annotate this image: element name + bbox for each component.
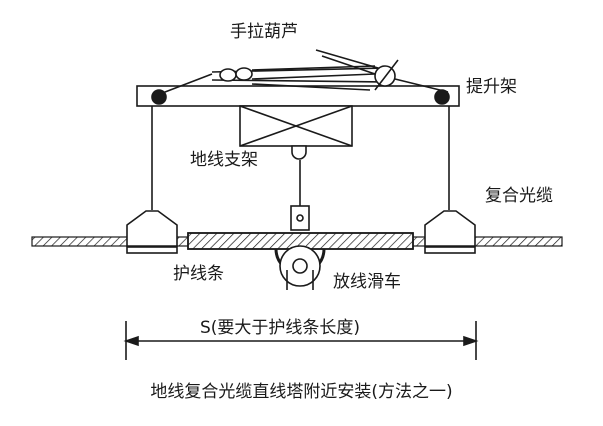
- composite-cable-label: 复合光缆: [485, 186, 553, 206]
- armor-rod-label: 护线条: [173, 264, 224, 284]
- left-clamp: [126, 210, 178, 254]
- stringing-pulley: [274, 205, 326, 290]
- figure-caption: 地线复合光缆直线塔附近安装(方法之一): [150, 382, 453, 402]
- lifting-frame-label: 提升架: [466, 77, 517, 97]
- right-clamp: [424, 210, 476, 254]
- span-dimension: [123, 321, 479, 360]
- chain-hoist: [151, 49, 449, 98]
- ground-wire-bracket-label: 地线支架: [190, 150, 258, 170]
- ground-wire-bracket: [239, 105, 353, 160]
- armor-rod: [187, 232, 414, 250]
- stringing-pulley-label: 放线滑车: [333, 272, 401, 292]
- hoist-label: 手拉葫芦: [230, 22, 298, 42]
- span-note-label: S(要大于护线条长度): [196, 320, 365, 337]
- lifting-frame: [136, 85, 460, 107]
